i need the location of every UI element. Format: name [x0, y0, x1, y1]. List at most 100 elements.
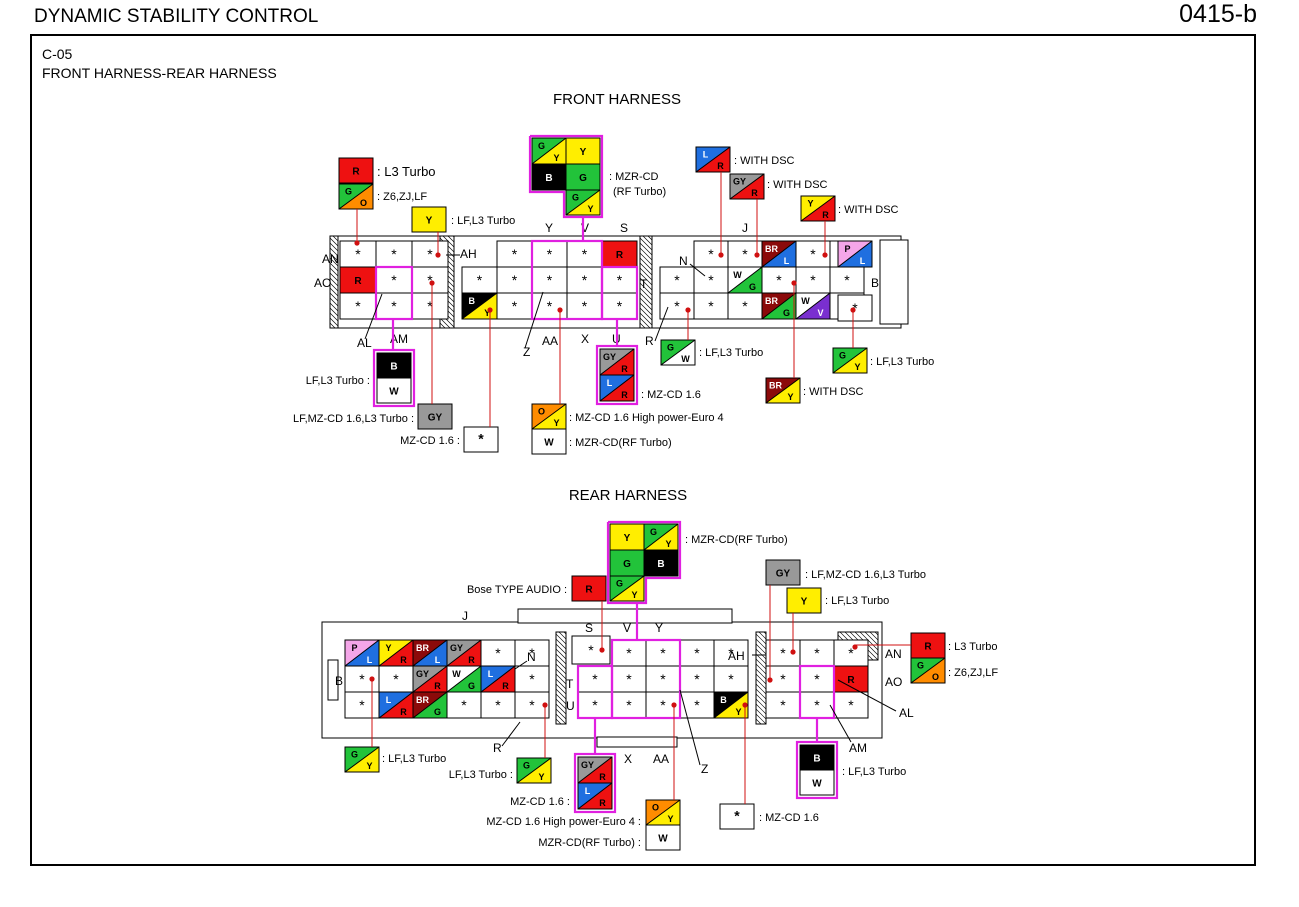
highlight-mzr-cluster	[528, 134, 604, 219]
wire-color-cell: GY	[609, 575, 645, 602]
lead-dot	[852, 644, 858, 650]
hatch-line	[755, 663, 767, 675]
wire-color-cell: B	[376, 352, 412, 379]
wire-divider	[695, 146, 731, 173]
front-harness-connector: ***R********R*****BY******BRL****WG*****…	[293, 134, 934, 455]
pin-letter-b: B	[871, 276, 879, 290]
pin-cell	[480, 691, 516, 719]
wire-code: B	[390, 362, 397, 373]
wire-code-1: G	[917, 661, 924, 671]
rear-left-latch	[327, 659, 339, 701]
wire-code-1: L	[607, 378, 613, 388]
hatch-line	[639, 302, 653, 316]
pin-cell	[344, 691, 380, 719]
hatch-line	[763, 631, 767, 635]
pin-letter-t: T	[566, 677, 574, 691]
pin-star: *	[814, 697, 820, 713]
wire-code: *	[478, 431, 484, 447]
hatch-line	[859, 631, 879, 651]
label-z6: : Z6,ZJ,LF	[377, 191, 427, 203]
wire-divider	[660, 339, 696, 366]
pin-star: *	[393, 671, 399, 687]
hatch-line	[639, 252, 653, 266]
wire-code-1: G	[650, 527, 657, 537]
pin-star: *	[359, 697, 365, 713]
wire-code-2: R	[502, 681, 509, 691]
wire-code-2: Y	[787, 392, 793, 402]
hatch-line	[329, 302, 339, 312]
hatch-pattern	[639, 235, 653, 329]
hatch-line	[439, 317, 451, 329]
wire-code-1: GY	[733, 177, 746, 187]
wire-outline	[765, 559, 801, 586]
hatch-line	[755, 648, 767, 660]
wire-code-1: L	[386, 695, 392, 705]
pin-cell	[645, 665, 681, 693]
wire-fill	[799, 744, 835, 771]
wire-color-cell: WV	[795, 292, 831, 320]
hatch-line	[555, 678, 567, 690]
pin-star: *	[848, 697, 854, 713]
wire-color-cell: OY	[531, 403, 567, 430]
pin-cell	[833, 639, 869, 667]
pin-cell	[531, 240, 568, 268]
wire-code-1: W	[733, 270, 742, 280]
wire-color-cell: R	[571, 575, 607, 602]
hatch-line	[755, 683, 767, 695]
pin-cell	[829, 266, 865, 294]
lead-dot	[791, 280, 797, 286]
label-mzr-2: (RF Turbo)	[613, 186, 666, 198]
page-code: 0415-b	[1179, 0, 1257, 28]
label-hp: MZ-CD 1.6 High power-Euro 4 :	[486, 816, 641, 828]
wire-color-cell: PL	[344, 639, 380, 667]
hatch-line	[329, 257, 339, 267]
wire-color-cell: R	[910, 632, 946, 659]
wire-code-2: Y	[667, 814, 673, 824]
hatch-line	[555, 698, 567, 710]
pin-star: *	[477, 272, 483, 288]
pin-cell	[496, 292, 533, 320]
wire-divider	[531, 137, 567, 165]
wire-outline	[565, 189, 601, 216]
hatch-line	[755, 698, 767, 710]
wire-code-1: BR	[416, 695, 429, 705]
hatch-line	[639, 257, 653, 271]
wire-divider	[765, 377, 801, 404]
hatch-line	[639, 237, 653, 251]
pin-star: *	[592, 671, 598, 687]
pin-star: *	[660, 697, 666, 713]
pin-cell	[339, 292, 377, 320]
wire-code-2: G	[749, 282, 756, 292]
pin-leader	[679, 689, 701, 766]
wire-color-cell: GO	[338, 183, 374, 210]
pin-star: *	[810, 246, 816, 262]
hatch-line	[329, 322, 336, 329]
pin-letter-z: Z	[701, 762, 708, 776]
pin-star: *	[742, 298, 748, 314]
wire-fill	[719, 803, 755, 830]
wire-outline	[799, 769, 835, 796]
wire-code-1: L	[703, 150, 709, 160]
wire-code-2: R	[400, 707, 407, 717]
wire-color-cell: BRG	[761, 292, 797, 320]
rear-top-tab	[517, 608, 733, 624]
pin-star: *	[461, 697, 467, 713]
wire-code-1: BR	[769, 381, 782, 391]
lead-dot	[685, 307, 691, 313]
wire-outline	[643, 549, 679, 577]
lead-dot	[369, 676, 375, 682]
wire-code-1: O	[652, 803, 659, 813]
pin-leader	[501, 721, 521, 747]
wire-color-cell: Y	[609, 523, 645, 551]
hatch-line	[864, 631, 879, 646]
wire-color-cell: Y	[411, 206, 447, 233]
hatch-line	[639, 267, 653, 281]
hatch-line	[558, 631, 567, 640]
wire-color-cell: OY	[645, 799, 681, 826]
label-lfmz: LF,MZ-CD 1.6,L3 Turbo :	[293, 413, 414, 425]
lead-dot	[599, 647, 605, 653]
wire-outline	[531, 428, 567, 455]
hatch-line	[642, 235, 653, 246]
pin-star: *	[674, 272, 680, 288]
hatch-line	[758, 631, 767, 640]
